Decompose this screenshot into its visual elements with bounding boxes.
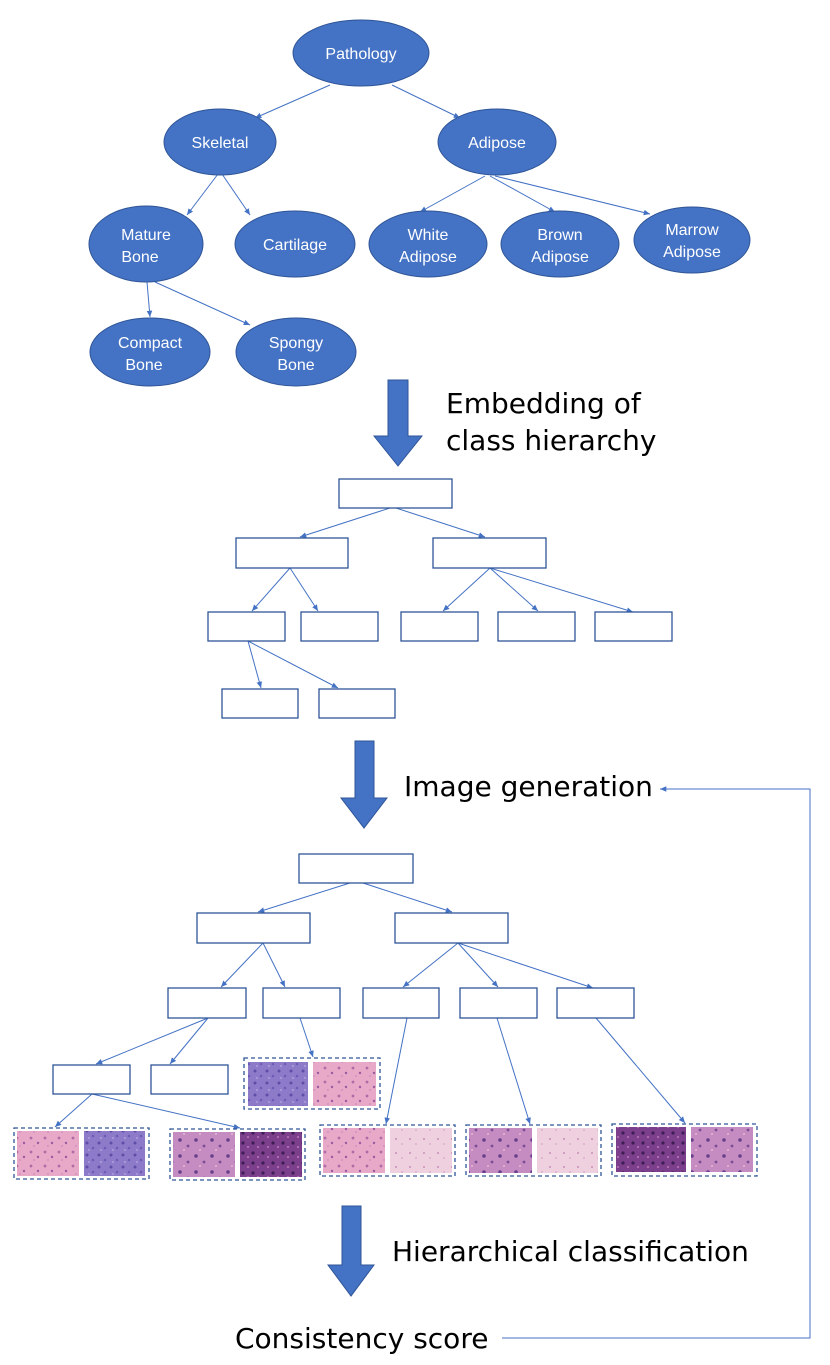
tissue-image <box>691 1127 753 1172</box>
generated-images-spongy-bone <box>169 1128 306 1181</box>
tissue-image <box>84 1131 145 1176</box>
node-white-adipose-label-line2: Adipose <box>399 249 457 266</box>
tissue-image <box>17 1131 79 1176</box>
generation-tree <box>52 853 686 1130</box>
embedding-node-skeletal <box>235 537 349 569</box>
node-marrow-adipose: Marrow Adipose <box>633 206 751 274</box>
tissue-image <box>248 1062 308 1106</box>
connector-root-adipose <box>391 84 461 119</box>
generation-node-marrow-adipose <box>556 987 635 1019</box>
connector-skeletal-mature <box>186 173 219 216</box>
generation-node-root <box>298 853 414 884</box>
embedding-node-root <box>338 478 453 509</box>
connector-adipose-white <box>419 175 486 213</box>
tissue-image <box>313 1062 376 1106</box>
node-adipose: Adipose <box>437 108 557 176</box>
node-mature-bone-label-line2: Bone <box>121 249 158 266</box>
embedding-node-mature-bone <box>207 611 286 642</box>
embedding-node-adipose <box>432 537 547 569</box>
node-compact-bone: Compact Bone <box>89 317 211 387</box>
embedding-node-cartilage <box>300 611 379 642</box>
connector-skeletal-cartilage <box>221 173 251 216</box>
node-pathology-label: Pathology <box>325 46 396 63</box>
generated-images-white-adipose <box>319 1124 456 1177</box>
tissue-image <box>616 1127 686 1172</box>
generated-images-cartilage <box>243 1057 381 1110</box>
connector-adipose-marrow <box>494 175 651 216</box>
connector-mature-compact <box>146 281 153 318</box>
embedding-node-marrow-adipose <box>594 611 673 642</box>
node-cartilage-label: Cartilage <box>263 237 327 254</box>
connector-root-skeletal <box>254 84 331 119</box>
generation-node-compact-bone <box>52 1064 131 1095</box>
generation-node-brown-adipose <box>459 987 538 1019</box>
step-classification-label: Hierarchical classification <box>392 1235 749 1268</box>
down-arrow-icon <box>372 379 424 467</box>
connector-adipose-brown <box>489 175 556 213</box>
generated-images-marrow-adipose <box>611 1123 758 1177</box>
node-spongy-bone: Spongy Bone <box>235 317 357 387</box>
node-marrow-adipose-label-line2: Adipose <box>663 244 721 261</box>
generated-images-brown-adipose <box>465 1124 602 1177</box>
node-cartilage: Cartilage <box>234 210 356 278</box>
generated-images-compact-bone <box>13 1127 150 1180</box>
generation-node-adipose <box>394 912 509 944</box>
node-brown-adipose: Brown Adipose <box>500 210 620 278</box>
node-mature-bone-label-line1: Mature <box>121 227 171 244</box>
node-compact-bone-label-line1: Compact <box>118 335 183 352</box>
generation-node-mature-bone <box>167 987 247 1019</box>
embedding-node-white-adipose <box>400 611 479 642</box>
embedding-node-spongy-bone <box>318 688 396 719</box>
generation-node-skeletal <box>196 912 311 944</box>
tissue-image <box>537 1128 598 1173</box>
embedding-tree <box>207 478 673 719</box>
node-spongy-bone-label-line2: Bone <box>277 357 314 374</box>
tissue-image <box>240 1132 302 1177</box>
node-compact-bone-label-line2: Bone <box>125 357 162 374</box>
tissue-image <box>390 1128 452 1173</box>
node-white-adipose-label-line1: White <box>408 227 449 244</box>
node-marrow-adipose-label-line1: Marrow <box>665 222 719 239</box>
tissue-image <box>469 1128 532 1173</box>
step-embedding-label-line2: class hierarchy <box>446 424 656 457</box>
generation-node-spongy-bone <box>150 1064 229 1095</box>
generation-node-white-adipose <box>362 987 440 1019</box>
node-white-adipose: White Adipose <box>368 210 488 278</box>
node-spongy-bone-label-line1: Spongy <box>269 335 323 352</box>
node-brown-adipose-label-line2: Adipose <box>531 249 589 266</box>
node-adipose-label: Adipose <box>468 135 526 152</box>
embedding-node-brown-adipose <box>497 611 576 642</box>
step-embedding-label-line1: Embedding of <box>446 387 642 420</box>
step-image-generation-label: Image generation <box>404 770 653 803</box>
generation-node-cartilage <box>262 987 341 1019</box>
node-skeletal: Skeletal <box>163 108 277 176</box>
node-skeletal-label: Skeletal <box>192 135 249 152</box>
down-arrow-icon <box>327 1205 375 1297</box>
tissue-image <box>173 1132 235 1177</box>
node-mature-bone: Mature Bone <box>88 205 204 283</box>
tissue-image <box>323 1128 385 1173</box>
node-pathology: Pathology <box>292 19 430 87</box>
down-arrow-icon <box>339 740 389 829</box>
feedback-arrow-icon <box>502 786 811 1339</box>
embedding-node-compact-bone <box>221 688 299 719</box>
node-brown-adipose-label-line1: Brown <box>537 227 582 244</box>
connector-mature-spongy <box>154 281 251 326</box>
hierarchy-connectors <box>146 84 651 326</box>
step-consistency-label: Consistency score <box>235 1322 488 1355</box>
